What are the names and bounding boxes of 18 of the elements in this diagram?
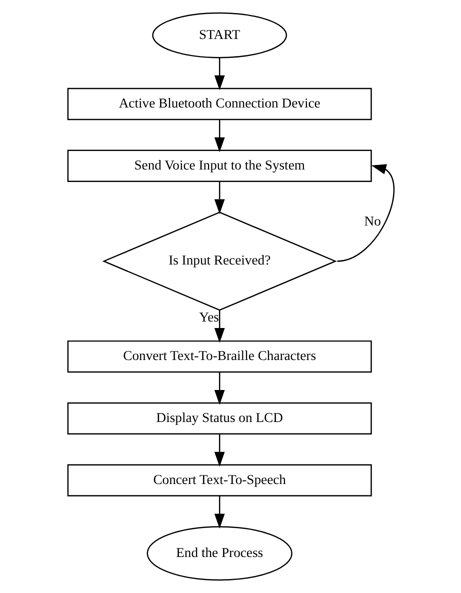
arrow [214, 372, 224, 405]
arrow [214, 496, 224, 529]
edge-label: Yes [198, 310, 218, 325]
arrow [214, 120, 224, 152]
arrow [214, 182, 224, 214]
arrow [214, 58, 224, 90]
node-diamond: Is Input Received? [102, 212, 336, 311]
edge-label: No [364, 214, 380, 229]
node-box: Concert Text-To-Speech [66, 464, 372, 496]
arrow [336, 164, 394, 262]
node-box: Send Voice Input to the System [66, 150, 372, 182]
node-ellipse: START [152, 12, 287, 58]
arrow [214, 434, 224, 467]
node-box: Active Bluetooth Connection Device [66, 88, 372, 120]
node-box: Display Status on LCD [66, 402, 372, 435]
node-box: Convert Text-To-Braille Characters [66, 340, 372, 373]
node-ellipse: End the Process [146, 526, 292, 581]
arrow [214, 310, 224, 343]
